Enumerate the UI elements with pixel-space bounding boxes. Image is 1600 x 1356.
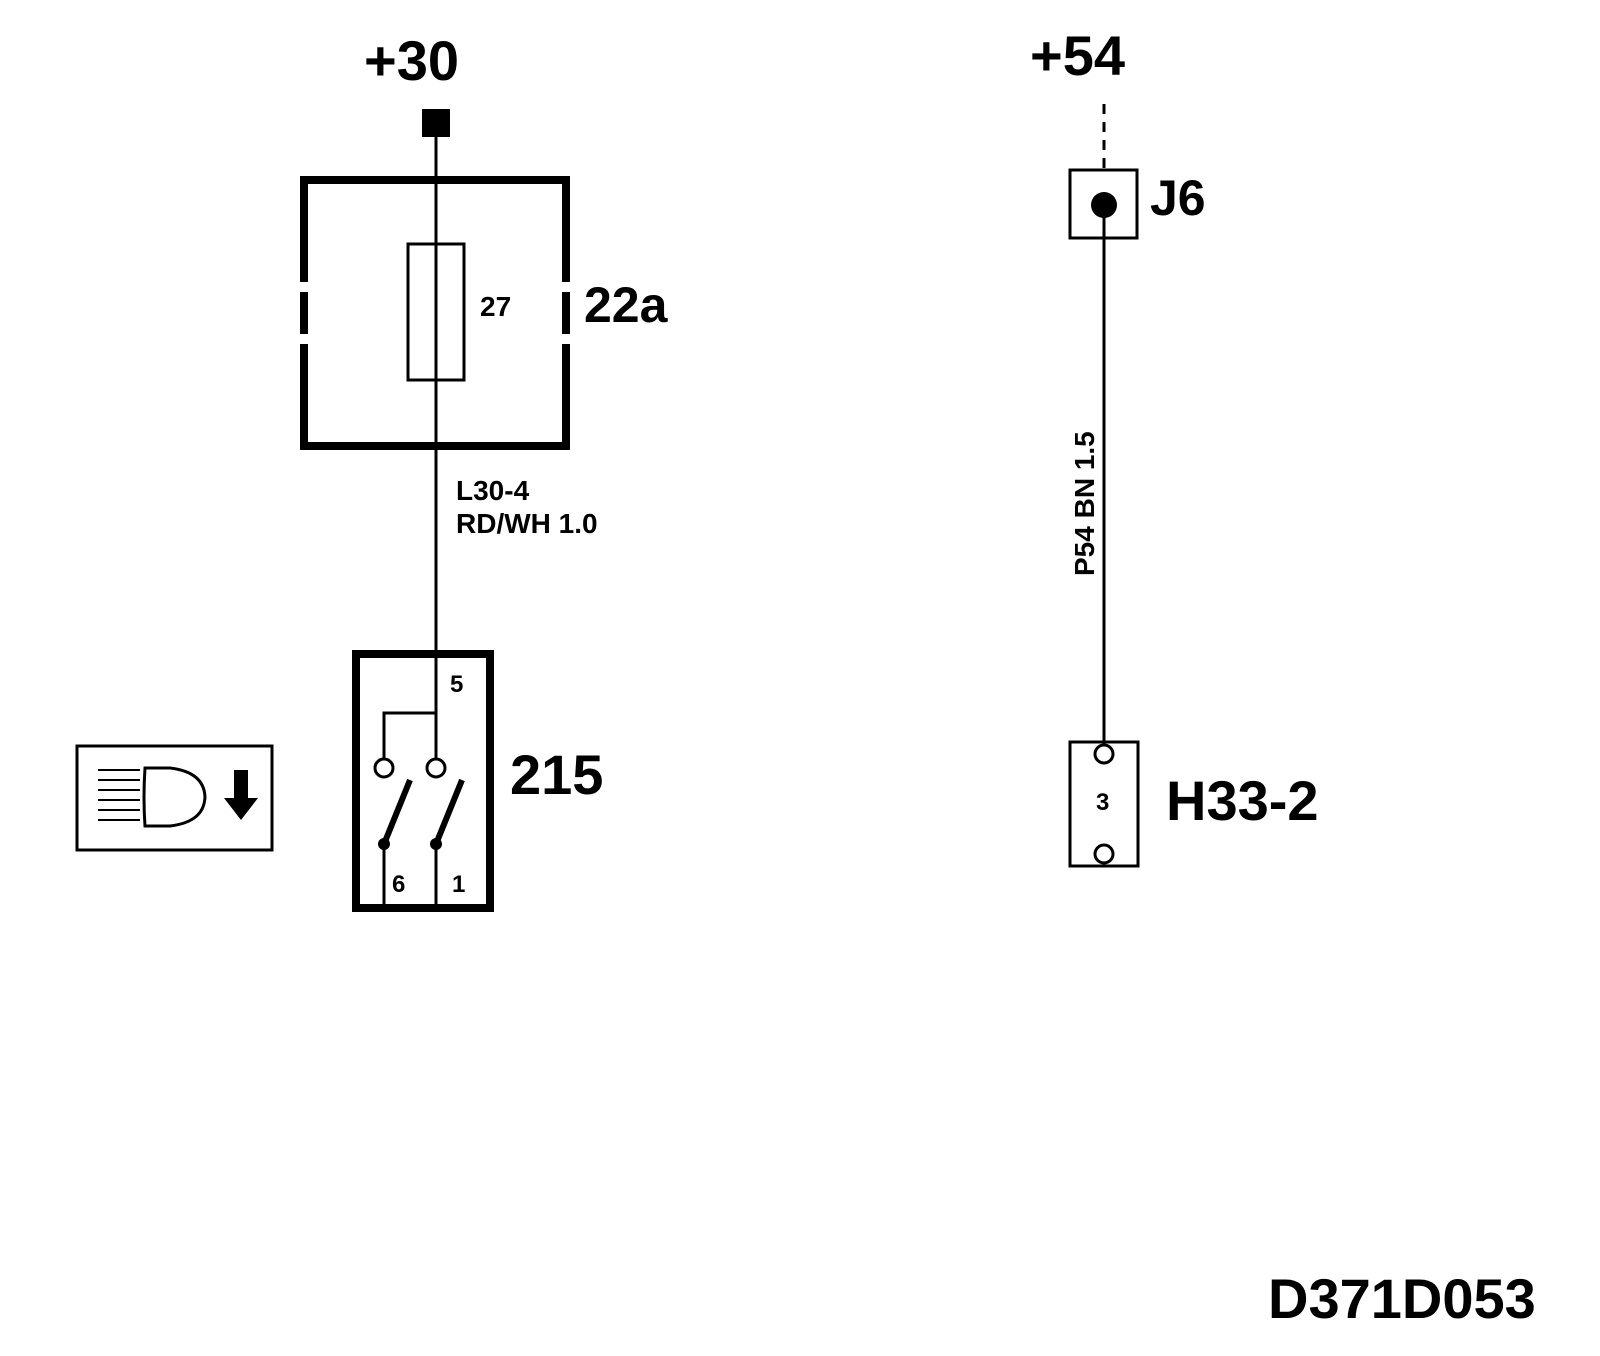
wire-left-circuit: L30-4 [456, 475, 530, 506]
connector-label: H33-2 [1166, 769, 1319, 832]
switch-pin-5: 5 [450, 671, 463, 698]
switch-215 [352, 650, 494, 912]
switch-pin-1: 1 [452, 871, 465, 898]
wire-right-label: P54 BN 1.5 [1069, 431, 1100, 576]
switch-pin-6: 6 [392, 871, 405, 898]
arrow-down-icon [224, 770, 258, 820]
connector-pin-3: 3 [1096, 789, 1109, 816]
fuse-number: 27 [480, 291, 511, 322]
fuse-box-22a [300, 176, 570, 450]
wire-left-spec: RD/WH 1.0 [456, 508, 598, 539]
terminal-30-block [422, 109, 450, 137]
terminal-54-label: +54 [1030, 24, 1125, 87]
switch-label: 215 [510, 743, 603, 806]
terminal-30-label: +30 [364, 29, 459, 92]
low-beam-headlamp-icon [75, 744, 274, 852]
drawing-number: D371D053 [1268, 1267, 1536, 1330]
fuse-27 [406, 242, 466, 382]
fuse-box-label: 22a [584, 277, 669, 333]
junction-label: J6 [1150, 170, 1206, 226]
connector-h33-2 [1068, 740, 1140, 868]
